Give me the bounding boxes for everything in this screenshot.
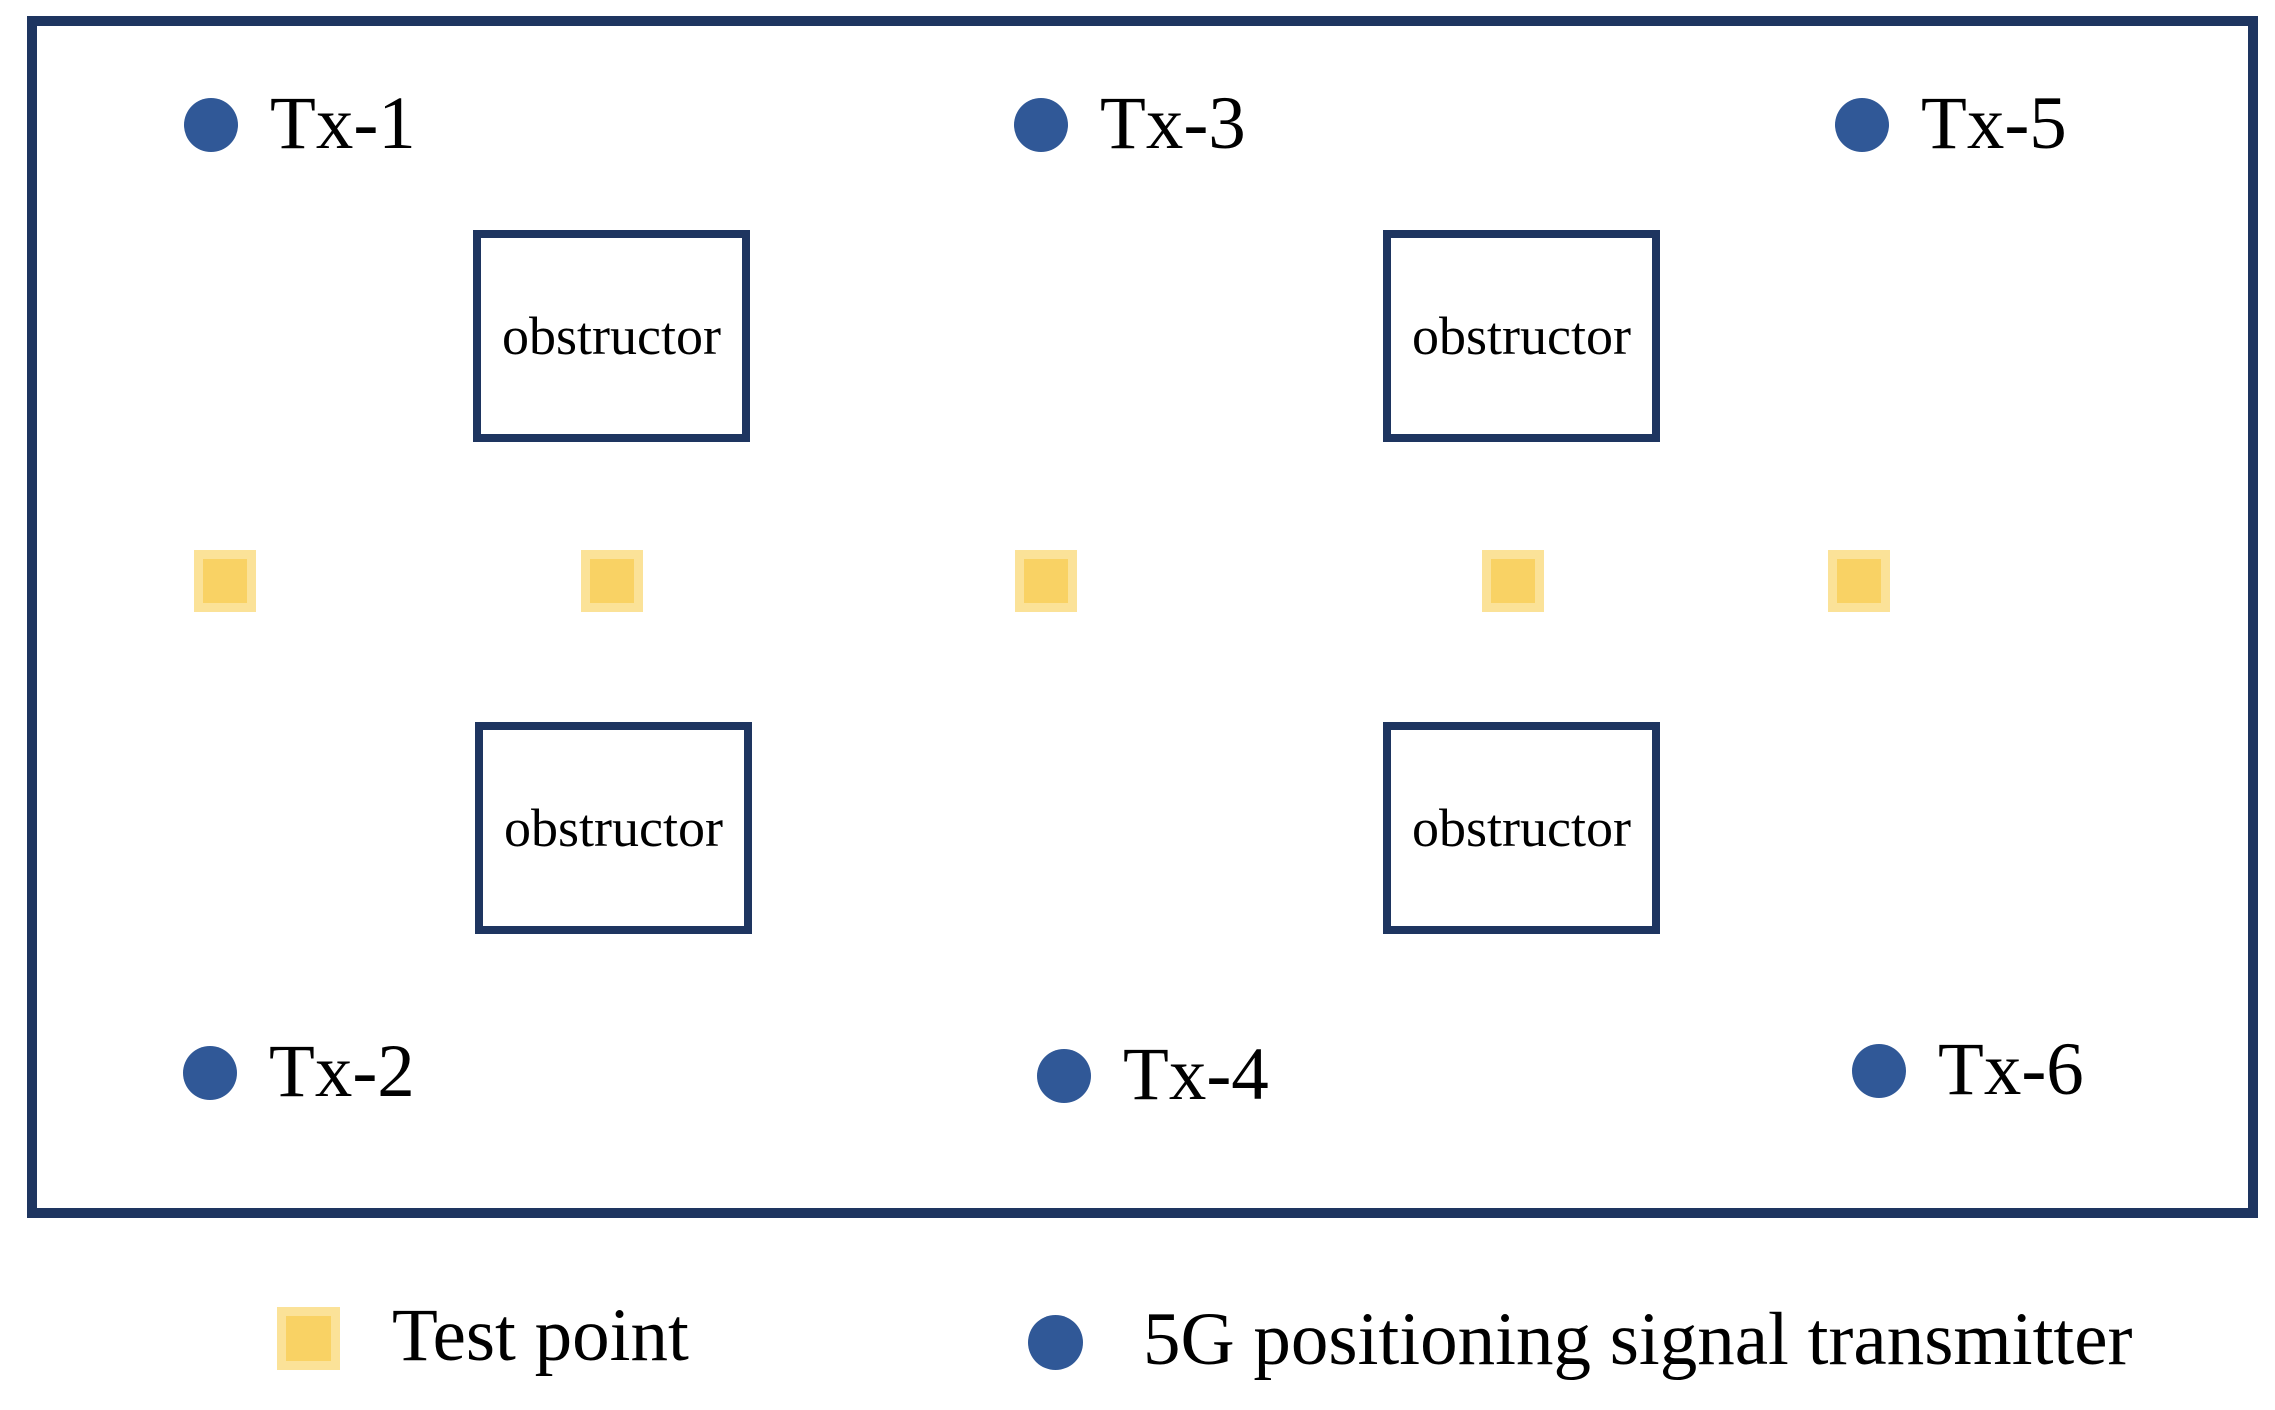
transmitter-dot-icon — [183, 1046, 237, 1100]
test-point-icon — [1015, 550, 1077, 612]
obstructor-box-top-left: obstructor — [473, 230, 750, 442]
obstructor-label: obstructor — [504, 798, 723, 858]
test-point-icon — [194, 550, 256, 612]
transmitter-dot-icon — [1028, 1314, 1083, 1370]
transmitter-tx-5: Tx-5 — [1835, 86, 2067, 161]
transmitter-label: Tx-6 — [1938, 1027, 2084, 1111]
legend-transmitter-label: 5G positioning signal transmitter — [1143, 1297, 2133, 1381]
test-point-icon — [581, 550, 643, 612]
obstructor-label: obstructor — [1412, 306, 1631, 366]
legend-test-point-label: Test point — [392, 1293, 689, 1377]
transmitter-dot-icon — [1852, 1044, 1906, 1098]
obstructor-label: obstructor — [502, 306, 721, 366]
test-point-icon — [1482, 550, 1544, 612]
transmitter-dot-icon — [184, 98, 238, 152]
transmitter-label: Tx-2 — [269, 1029, 415, 1113]
transmitter-label: Tx-4 — [1123, 1032, 1269, 1116]
obstructor-box-bottom-right: obstructor — [1383, 722, 1660, 934]
transmitter-tx-4: Tx-4 — [1037, 1037, 1269, 1112]
obstructor-box-bottom-left: obstructor — [475, 722, 752, 934]
obstructor-box-top-right: obstructor — [1383, 230, 1660, 442]
test-area-frame — [27, 16, 2258, 1218]
transmitter-dot-icon — [1014, 98, 1068, 152]
transmitter-tx-3: Tx-3 — [1014, 86, 1246, 161]
transmitter-tx-6: Tx-6 — [1852, 1032, 2084, 1107]
test-point-icon — [1828, 550, 1890, 612]
transmitter-tx-2: Tx-2 — [183, 1034, 415, 1109]
legend-transmitter: 5G positioning signal transmitter — [1028, 1302, 2133, 1382]
transmitter-label: Tx-5 — [1921, 81, 2067, 165]
obstructor-label: obstructor — [1412, 798, 1631, 858]
legend-test-point: Test point — [277, 1298, 689, 1378]
transmitter-dot-icon — [1037, 1049, 1091, 1103]
transmitter-label: Tx-1 — [270, 81, 416, 165]
transmitter-dot-icon — [1835, 98, 1889, 152]
transmitter-tx-1: Tx-1 — [184, 86, 416, 161]
test-point-icon — [277, 1306, 340, 1370]
transmitter-label: Tx-3 — [1100, 81, 1246, 165]
